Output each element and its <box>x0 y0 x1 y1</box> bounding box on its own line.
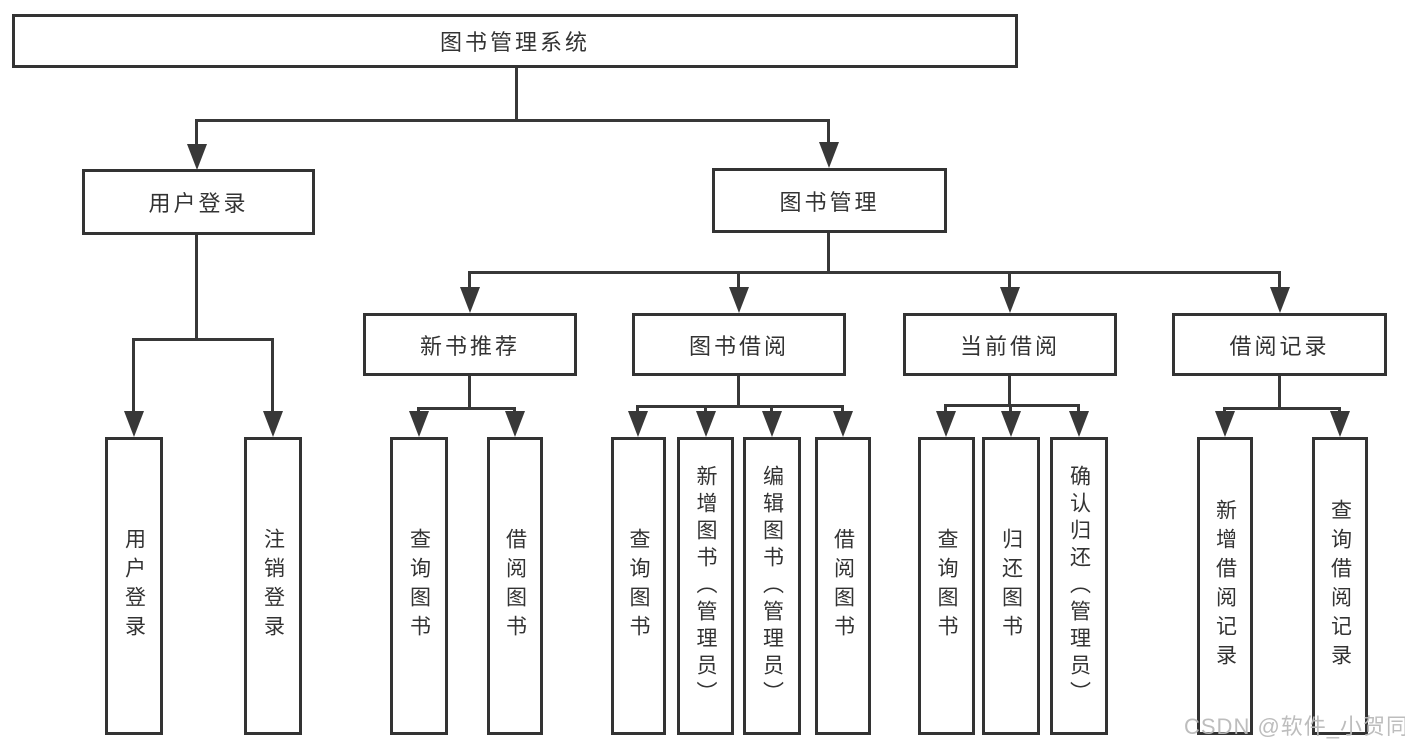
node-current-borrowing: 当前借阅 <box>903 313 1117 376</box>
connector-rail <box>1223 407 1341 410</box>
connector-shaft <box>1338 407 1341 414</box>
arrow-down-icon <box>1215 411 1235 437</box>
leaf-add-books-admin: 新增图书（管理员） <box>677 437 734 735</box>
arrow-down-icon <box>696 411 716 437</box>
leaf-label: 查询图书 <box>407 528 431 644</box>
node-label: 用户登录 <box>148 191 249 216</box>
connector-shaft <box>417 407 420 414</box>
leaf-edit-books-admin: 编辑图书（管理员） <box>743 437 801 735</box>
connector-shaft <box>195 119 198 147</box>
node-book-borrowing: 图书借阅 <box>632 313 846 376</box>
arrow-down-icon <box>762 411 782 437</box>
connector-shaft <box>737 271 740 290</box>
leaf-borrow-books-recommend: 借阅图书 <box>487 437 543 735</box>
connector-shaft <box>513 407 516 414</box>
connector-login-stem <box>195 235 198 341</box>
arrow-down-icon <box>187 144 207 170</box>
connector-stem <box>737 376 740 407</box>
leaf-label: 用户登录 <box>122 528 146 644</box>
leaf-label: 借阅图书 <box>831 528 855 644</box>
leaf-label: 注销登录 <box>261 528 285 644</box>
leaf-logout: 注销登录 <box>244 437 302 735</box>
arrow-down-icon <box>263 411 283 437</box>
arrow-down-icon <box>1069 411 1089 437</box>
node-label: 当前借阅 <box>959 333 1060 359</box>
connector-login-rail <box>132 338 274 341</box>
connector-shaft <box>827 119 830 145</box>
leaf-label: 归还图书 <box>999 528 1023 644</box>
arrow-down-icon <box>1000 287 1020 313</box>
node-new-book-recommendation: 新书推荐 <box>363 313 577 376</box>
connector-shaft <box>1009 404 1012 414</box>
connector-rail <box>417 407 516 410</box>
connector-root-stem <box>515 68 518 122</box>
connector-stem <box>1008 376 1011 406</box>
arrow-down-icon <box>1330 411 1350 437</box>
node-label: 借阅记录 <box>1229 333 1330 359</box>
leaf-return-books: 归还图书 <box>982 437 1040 735</box>
connector-shaft <box>841 405 844 414</box>
leaf-label: 新增借阅记录 <box>1213 499 1237 673</box>
connector-stem <box>468 376 471 409</box>
connector-root-rail <box>195 119 830 122</box>
leaf-label: 借阅图书 <box>503 528 527 644</box>
arrow-down-icon <box>833 411 853 437</box>
node-user-login: 用户登录 <box>82 169 315 235</box>
node-book-management: 图书管理 <box>712 168 947 233</box>
leaf-confirm-return-admin: 确认归还（管理员） <box>1050 437 1108 735</box>
leaf-query-books-borrowing: 查询图书 <box>611 437 666 735</box>
arrow-down-icon <box>460 287 480 313</box>
connector-shaft <box>944 404 947 414</box>
connector-rail <box>636 405 844 408</box>
csdn-watermark: CSDN @软件_小贺同学 <box>1184 714 1405 739</box>
leaf-query-books-recommend: 查询图书 <box>390 437 448 735</box>
connector-shaft <box>770 405 773 414</box>
leaf-query-books-current: 查询图书 <box>918 437 975 735</box>
connector-mgmt-rail <box>468 271 1281 274</box>
connector-shaft <box>1278 271 1281 290</box>
node-label: 图书管理 <box>779 189 880 215</box>
arrow-down-icon <box>819 142 839 168</box>
leaf-label: 查询图书 <box>935 528 958 644</box>
connector-shaft <box>704 405 707 414</box>
arrow-down-icon <box>936 411 956 437</box>
arrow-down-icon <box>729 287 749 313</box>
connector-shaft <box>271 338 274 414</box>
arrow-down-icon <box>409 411 429 437</box>
arrow-down-icon <box>505 411 525 437</box>
node-label: 图书管理系统 <box>439 30 590 55</box>
arrow-down-icon <box>124 411 144 437</box>
connector-stem <box>1278 376 1281 410</box>
connector-shaft <box>468 271 471 290</box>
connector-shaft <box>1008 271 1011 290</box>
leaf-label: 查询借阅记录 <box>1328 499 1352 673</box>
arrow-down-icon <box>1270 287 1290 313</box>
leaf-label: 新增图书（管理员） <box>694 464 717 708</box>
connector-rail <box>944 404 1080 407</box>
leaf-borrow-books-borrowing: 借阅图书 <box>815 437 871 735</box>
leaf-label: 编辑图书（管理员） <box>760 464 784 708</box>
connector-shaft <box>1223 407 1226 414</box>
node-borrowing-records: 借阅记录 <box>1172 313 1387 376</box>
leaf-query-borrow-record: 查询借阅记录 <box>1312 437 1368 735</box>
node-label: 图书借阅 <box>688 333 789 359</box>
connector-shaft <box>636 405 639 414</box>
leaf-user-login: 用户登录 <box>105 437 163 735</box>
leaf-add-borrow-record: 新增借阅记录 <box>1197 437 1253 735</box>
arrow-down-icon <box>628 411 648 437</box>
leaf-label: 确认归还（管理员） <box>1067 464 1091 708</box>
node-label: 新书推荐 <box>419 333 520 359</box>
connector-mgmt-stem <box>827 233 830 274</box>
connector-shaft <box>1077 404 1080 414</box>
node-library-management-system: 图书管理系统 <box>12 14 1018 68</box>
connector-shaft <box>132 338 135 414</box>
leaf-label: 查询图书 <box>627 528 650 644</box>
arrow-down-icon <box>1001 411 1021 437</box>
